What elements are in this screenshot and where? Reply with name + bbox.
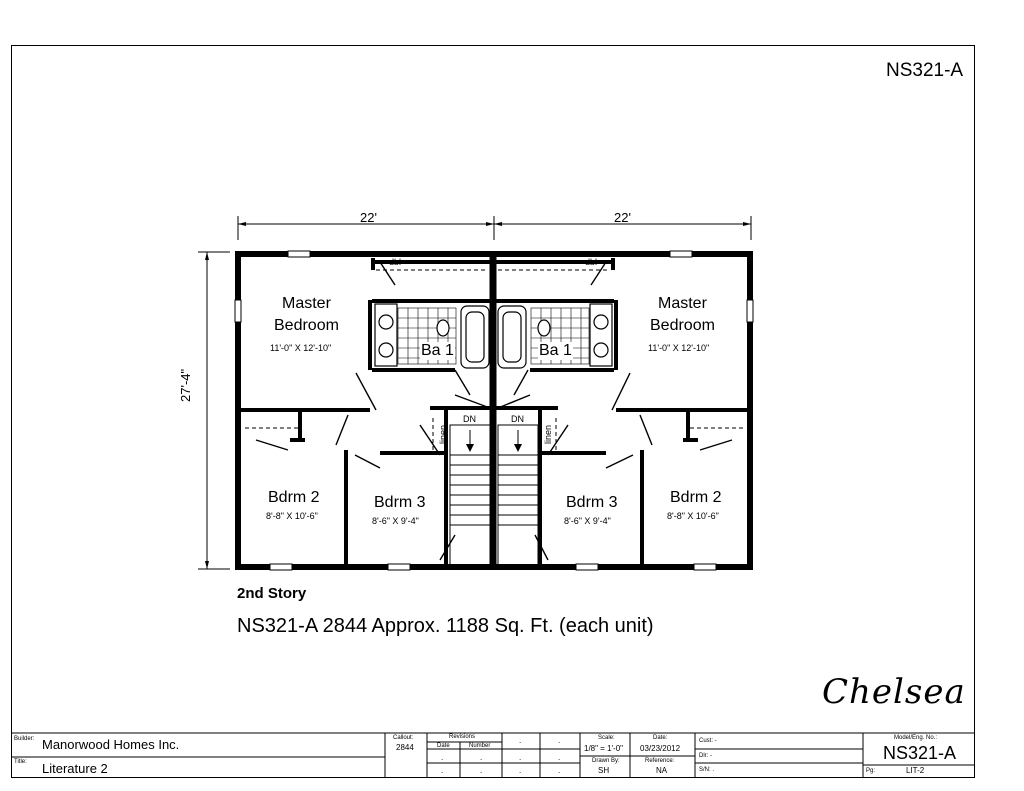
room-bdrm2-left-size: 8'-8" X 10'-6" [266,511,318,521]
tb-callout: 2844 [396,743,414,752]
signature: Chelsea [822,672,966,712]
dim-width-right: 22' [614,210,631,225]
room-bath-right: Ba 1 [538,342,573,360]
tb-dot: . [558,736,561,745]
tb-sn: S/N: . [699,767,715,773]
interior-walls-right [496,258,748,566]
tb-date-label: Date: [653,735,668,741]
room-bdrm3-right: Bdrm 3 [566,494,618,511]
tb-rev-date-label: Date [437,743,450,749]
tb-callout-label: Callout: [393,735,414,741]
bath-fixtures [374,303,613,369]
sheet-id: NS321-A [886,60,964,81]
room-bdrm3-right-size: 8'-6" X 9'-4" [564,516,611,526]
tb-dot: . [558,753,561,762]
room-bdrm2-right: Bdrm 2 [670,489,722,506]
tb-scale: 1/8" = 1'-0" [584,744,624,753]
tb-scale-label: Scale: [598,735,615,741]
room-master-right-size: 11'-0" X 12'-10" [648,343,710,353]
tb-dot: . [519,753,522,762]
stair-dn-right: DN [511,414,524,424]
stair-dn-left: DN [463,414,476,424]
tb-revisions-label: Revisions [449,734,476,740]
room-bdrm3-left: Bdrm 3 [374,494,426,511]
interior-walls-left [240,258,490,566]
room-master-right-line2: Bedroom [650,317,715,334]
door-swings [255,261,733,561]
room-master-right-line1: Master [658,295,707,312]
tb-dot: . [480,766,483,775]
story-label: 2nd Story [237,585,307,602]
tb-builder-label: Builder: [14,736,35,742]
tb-dot: . [519,766,522,775]
tb-dot: . [519,736,522,745]
dim-width-left: 22' [360,210,377,225]
tb-ref-label: Reference: [645,758,675,764]
tb-title: Literature 2 [42,761,108,776]
closet-dbl-left: dbl [389,257,402,267]
tb-title-label: Title: [14,759,27,765]
tb-pg-label: Pg: [866,768,876,774]
stairs [449,424,539,566]
tb-drawn: SH [598,766,610,775]
tb-dot: . [441,753,444,762]
closet-shelves [245,269,745,452]
room-master-left-line2: Bedroom [274,317,339,334]
tb-model: NS321-A [883,743,957,763]
drawing-sheet [11,45,975,778]
tb-drawn-label: Drawn By: [592,758,620,764]
room-master-left-line1: Master [282,295,331,312]
tb-dot: . [480,753,483,762]
tb-dlr: Dlr: - [699,753,712,759]
tb-pg: LIT-2 [906,766,925,775]
tb-model-label: Model/Eng. No.: [894,735,938,741]
dimension-arrows [205,222,751,569]
room-master-left-size: 11'-0" X 12'-10" [270,343,332,353]
room-bath-left: Ba 1 [420,342,455,360]
room-bdrm2-left: Bdrm 2 [268,489,320,506]
tb-rev-number-label: Number [469,743,491,749]
windows [234,250,754,571]
plan-description: NS321-A 2844 Approx. 1188 Sq. Ft. (each … [237,615,654,637]
tb-cust: Cust: - [699,738,717,744]
closet-dbl-right: dbl [585,257,598,267]
tb-builder: Manorwood Homes Inc. [42,737,180,752]
tb-ref: NA [656,766,668,775]
stair-arrows [466,444,522,452]
tb-dot: . [558,766,561,775]
tb-dot: . [441,766,444,775]
room-bdrm3-left-size: 8'-6" X 9'-4" [372,516,419,526]
tb-date: 03/23/2012 [640,744,681,753]
room-bdrm2-right-size: 8'-8" X 10'-6" [667,511,719,521]
